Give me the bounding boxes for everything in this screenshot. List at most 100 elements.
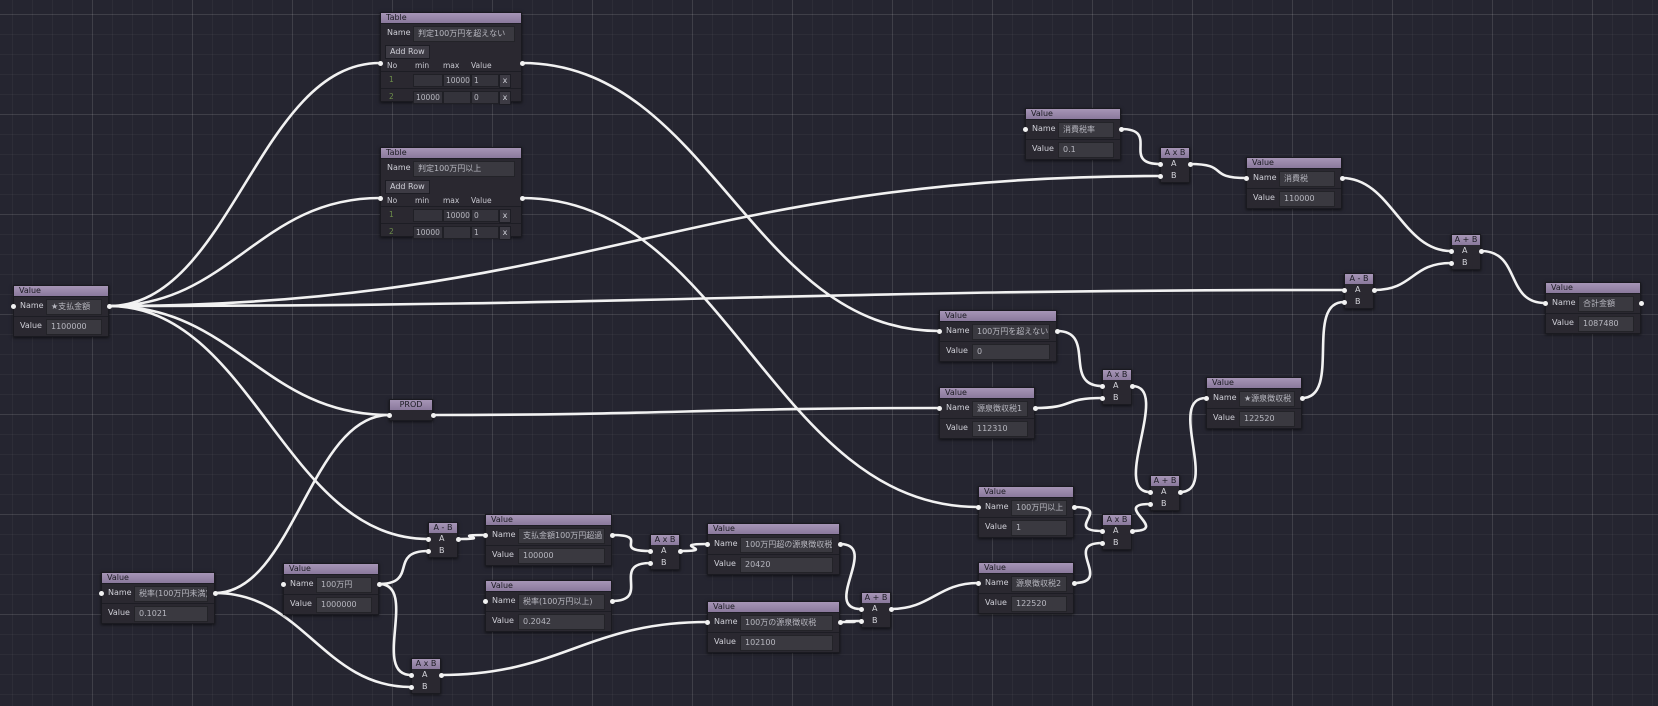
output-port-out[interactable] (519, 60, 525, 66)
output-port-out[interactable] (519, 195, 525, 201)
input-port-b[interactable] (408, 684, 414, 690)
output-port-out[interactable] (837, 541, 843, 547)
node-header[interactable]: A - B (1345, 274, 1373, 284)
node-prod[interactable]: PROD (386, 399, 436, 421)
input-port-b[interactable] (425, 548, 431, 554)
name-field[interactable]: 100万円超の源泉徴収税 (740, 537, 833, 553)
output-port-out[interactable] (1187, 161, 1193, 167)
output-port-out[interactable] (609, 532, 615, 538)
node-header[interactable]: Value (708, 602, 839, 612)
node-header[interactable]: A x B (412, 659, 440, 669)
name-field[interactable]: 税率(100万円未満) (134, 586, 208, 602)
input-port-in[interactable] (975, 580, 981, 586)
output-port-out[interactable] (212, 590, 218, 596)
cell-value[interactable]: 0 (471, 209, 499, 222)
cell-min[interactable] (413, 209, 443, 222)
input-port-a[interactable] (1448, 248, 1454, 254)
name-field[interactable]: 判定100万円を超えない (413, 26, 515, 42)
name-field[interactable]: 源泉徴収税2 (1011, 576, 1067, 592)
output-port-out[interactable] (1299, 395, 1305, 401)
node-header[interactable]: PROD (390, 400, 432, 410)
node-header[interactable]: Table (381, 148, 521, 158)
value-field[interactable]: 0 (972, 344, 1050, 360)
input-port-a[interactable] (1341, 287, 1347, 293)
add-row-button[interactable]: Add Row (385, 180, 430, 194)
node-header[interactable]: Value (1546, 283, 1640, 293)
input-port-b[interactable] (1147, 501, 1153, 507)
node-header[interactable]: Value (486, 581, 611, 591)
node-header[interactable]: A + B (862, 593, 890, 603)
output-port-out[interactable] (1032, 405, 1038, 411)
input-port-b[interactable] (1448, 260, 1454, 266)
input-port-in[interactable] (482, 598, 488, 604)
delete-row-button[interactable]: x (499, 209, 511, 223)
value-field[interactable]: 1100000 (46, 319, 102, 335)
output-port-out[interactable] (1129, 528, 1135, 534)
input-port-a[interactable] (1099, 528, 1105, 534)
input-port-in[interactable] (1022, 126, 1028, 132)
value-field[interactable]: 110000 (1279, 191, 1335, 207)
input-port-in[interactable] (936, 328, 942, 334)
node-header[interactable]: A x B (1161, 148, 1189, 158)
cell-min[interactable]: 10000 (413, 226, 443, 239)
node-header[interactable]: Value (979, 487, 1073, 497)
delete-row-button[interactable]: x (499, 91, 511, 105)
node-header[interactable]: Value (284, 564, 378, 574)
output-port-out[interactable] (1129, 383, 1135, 389)
name-field[interactable]: 支払金額100万円超過 (518, 528, 605, 544)
input-port-a[interactable] (408, 672, 414, 678)
output-port-out[interactable] (1071, 504, 1077, 510)
input-port-in[interactable] (482, 532, 488, 538)
output-port-out[interactable] (1054, 328, 1060, 334)
output-port-out[interactable] (1638, 300, 1644, 306)
name-field[interactable]: 100万円 (316, 577, 372, 593)
input-port-in[interactable] (377, 195, 383, 201)
node-header[interactable]: Value (940, 311, 1056, 321)
value-field[interactable]: 122520 (1239, 411, 1295, 427)
name-field[interactable]: 100万の源泉徴収税 (740, 615, 833, 631)
input-port-in[interactable] (704, 619, 710, 625)
value-field[interactable]: 20420 (740, 557, 833, 573)
cell-min[interactable] (413, 74, 443, 87)
node-header[interactable]: Value (14, 286, 108, 296)
input-port-b[interactable] (1099, 540, 1105, 546)
input-port-in[interactable] (10, 303, 16, 309)
input-port-a[interactable] (858, 606, 864, 612)
value-field[interactable]: 0.2042 (518, 614, 605, 630)
input-port-in[interactable] (386, 412, 392, 418)
value-field[interactable]: 100000 (518, 548, 605, 564)
cell-min[interactable]: 10000 (413, 91, 443, 104)
input-port-b[interactable] (858, 618, 864, 624)
name-field[interactable]: 判定100万円以上 (413, 161, 515, 177)
output-port-out[interactable] (438, 672, 444, 678)
name-field[interactable]: 100万円以上 (1011, 500, 1067, 516)
value-field[interactable]: 1087480 (1578, 316, 1634, 332)
input-port-b[interactable] (1157, 173, 1163, 179)
name-field[interactable]: 源泉徴収税1 (972, 401, 1028, 417)
node-header[interactable]: Value (1026, 109, 1120, 119)
input-port-b[interactable] (1341, 299, 1347, 305)
name-field[interactable]: 消費税 (1279, 171, 1335, 187)
input-port-a[interactable] (1147, 489, 1153, 495)
input-port-a[interactable] (1099, 383, 1105, 389)
cell-value[interactable]: 1 (471, 74, 499, 87)
delete-row-button[interactable]: x (499, 226, 511, 240)
output-port-out[interactable] (677, 548, 683, 554)
cell-max[interactable]: 10000 (443, 74, 471, 87)
node-header[interactable]: Value (1207, 378, 1301, 388)
add-row-button[interactable]: Add Row (385, 45, 430, 59)
